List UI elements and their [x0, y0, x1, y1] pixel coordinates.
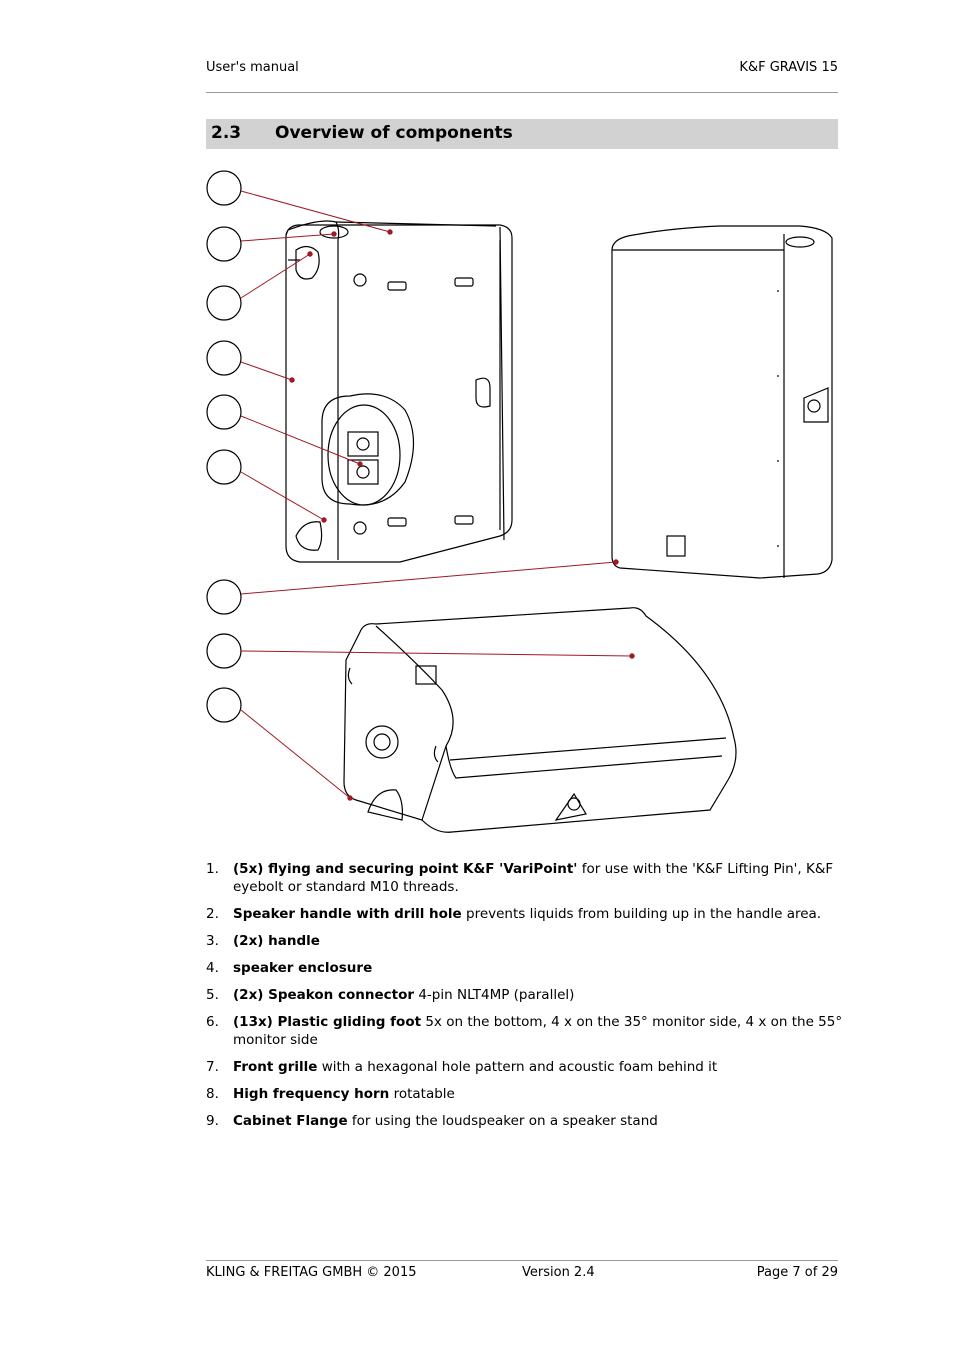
item-description: for use with the 'K&F Lifting Pin', K&F …	[233, 861, 834, 895]
list-item: 5. (2x) Speakon connector 4-pin NLT4MP (p…	[206, 986, 846, 1004]
list-item: 6. (13x) Plastic gliding foot 5x on the b…	[206, 1013, 846, 1049]
item-number: 6.	[206, 1014, 219, 1030]
item-description: rotatable	[389, 1086, 455, 1102]
item-description: for using the loudspeaker on a speaker s…	[347, 1113, 658, 1129]
item-description: 5x on the bottom, 4 x on the 35° monitor…	[233, 1014, 843, 1048]
footer-page-number: Page 7 of 29	[756, 1265, 838, 1280]
item-number: 9.	[206, 1113, 219, 1129]
item-number: 7.	[206, 1059, 219, 1075]
section-number: 2.3	[211, 123, 242, 143]
component-list: 1. (5x) flying and securing point K&F 'Va…	[206, 860, 846, 1139]
page-header: User's manual K&F GRAVIS 15	[206, 60, 838, 80]
speaker-front-view	[611, 225, 833, 579]
footer-version: Version 2.4	[522, 1265, 595, 1280]
list-item: 2. Speaker handle with drill hole prevent…	[206, 905, 846, 923]
list-item: 4. speaker enclosure	[206, 959, 846, 977]
section-title: Overview of components	[275, 123, 513, 143]
section-heading: 2.3 Overview of components	[206, 119, 838, 149]
footer-copyright: KLING & FREITAG GMBH © 2015	[206, 1265, 417, 1280]
item-term: Cabinet Flange	[233, 1113, 348, 1129]
item-description: 4-pin NLT4MP (parallel)	[414, 987, 575, 1003]
header-divider	[206, 92, 838, 93]
speaker-rear-view	[285, 220, 513, 563]
item-number: 2.	[206, 906, 219, 922]
item-number: 8.	[206, 1086, 219, 1102]
item-description: prevents liquids from building up in the…	[461, 906, 822, 922]
list-item: 3. (2x) handle	[206, 932, 846, 950]
item-term: (5x) flying and securing point K&F 'Vari…	[233, 861, 578, 877]
item-term: (2x) Speakon connector	[233, 987, 415, 1003]
list-item: 8. High frequency horn rotatable	[206, 1085, 846, 1103]
speaker-monitor-view	[343, 607, 737, 833]
item-description: with a hexagonal hole pattern and acoust…	[317, 1059, 718, 1075]
callout-circles	[206, 170, 242, 723]
item-term: (2x) handle	[233, 933, 320, 949]
item-number: 5.	[206, 987, 219, 1003]
leader-lines	[240, 190, 635, 801]
footer-divider	[206, 1260, 838, 1261]
item-number: 3.	[206, 933, 219, 949]
list-item: 7. Front grille with a hexagonal hole pat…	[206, 1058, 846, 1076]
item-term: speaker enclosure	[233, 960, 373, 976]
header-doc-type: User's manual	[206, 60, 299, 75]
list-item: 9. Cabinet Flange for using the loudspeak…	[206, 1112, 846, 1130]
components-illustration	[206, 170, 833, 833]
list-item: 1. (5x) flying and securing point K&F 'Va…	[206, 860, 846, 896]
page-footer: KLING & FREITAG GMBH © 2015 Version 2.4 …	[206, 1265, 838, 1285]
item-term: Front grille	[233, 1059, 318, 1075]
header-product: K&F GRAVIS 15	[739, 60, 838, 75]
item-number: 1.	[206, 861, 219, 877]
item-term: High frequency horn	[233, 1086, 390, 1102]
item-term: (13x) Plastic gliding foot	[233, 1014, 422, 1030]
item-term: Speaker handle with drill hole	[233, 906, 462, 922]
item-number: 4.	[206, 960, 219, 976]
